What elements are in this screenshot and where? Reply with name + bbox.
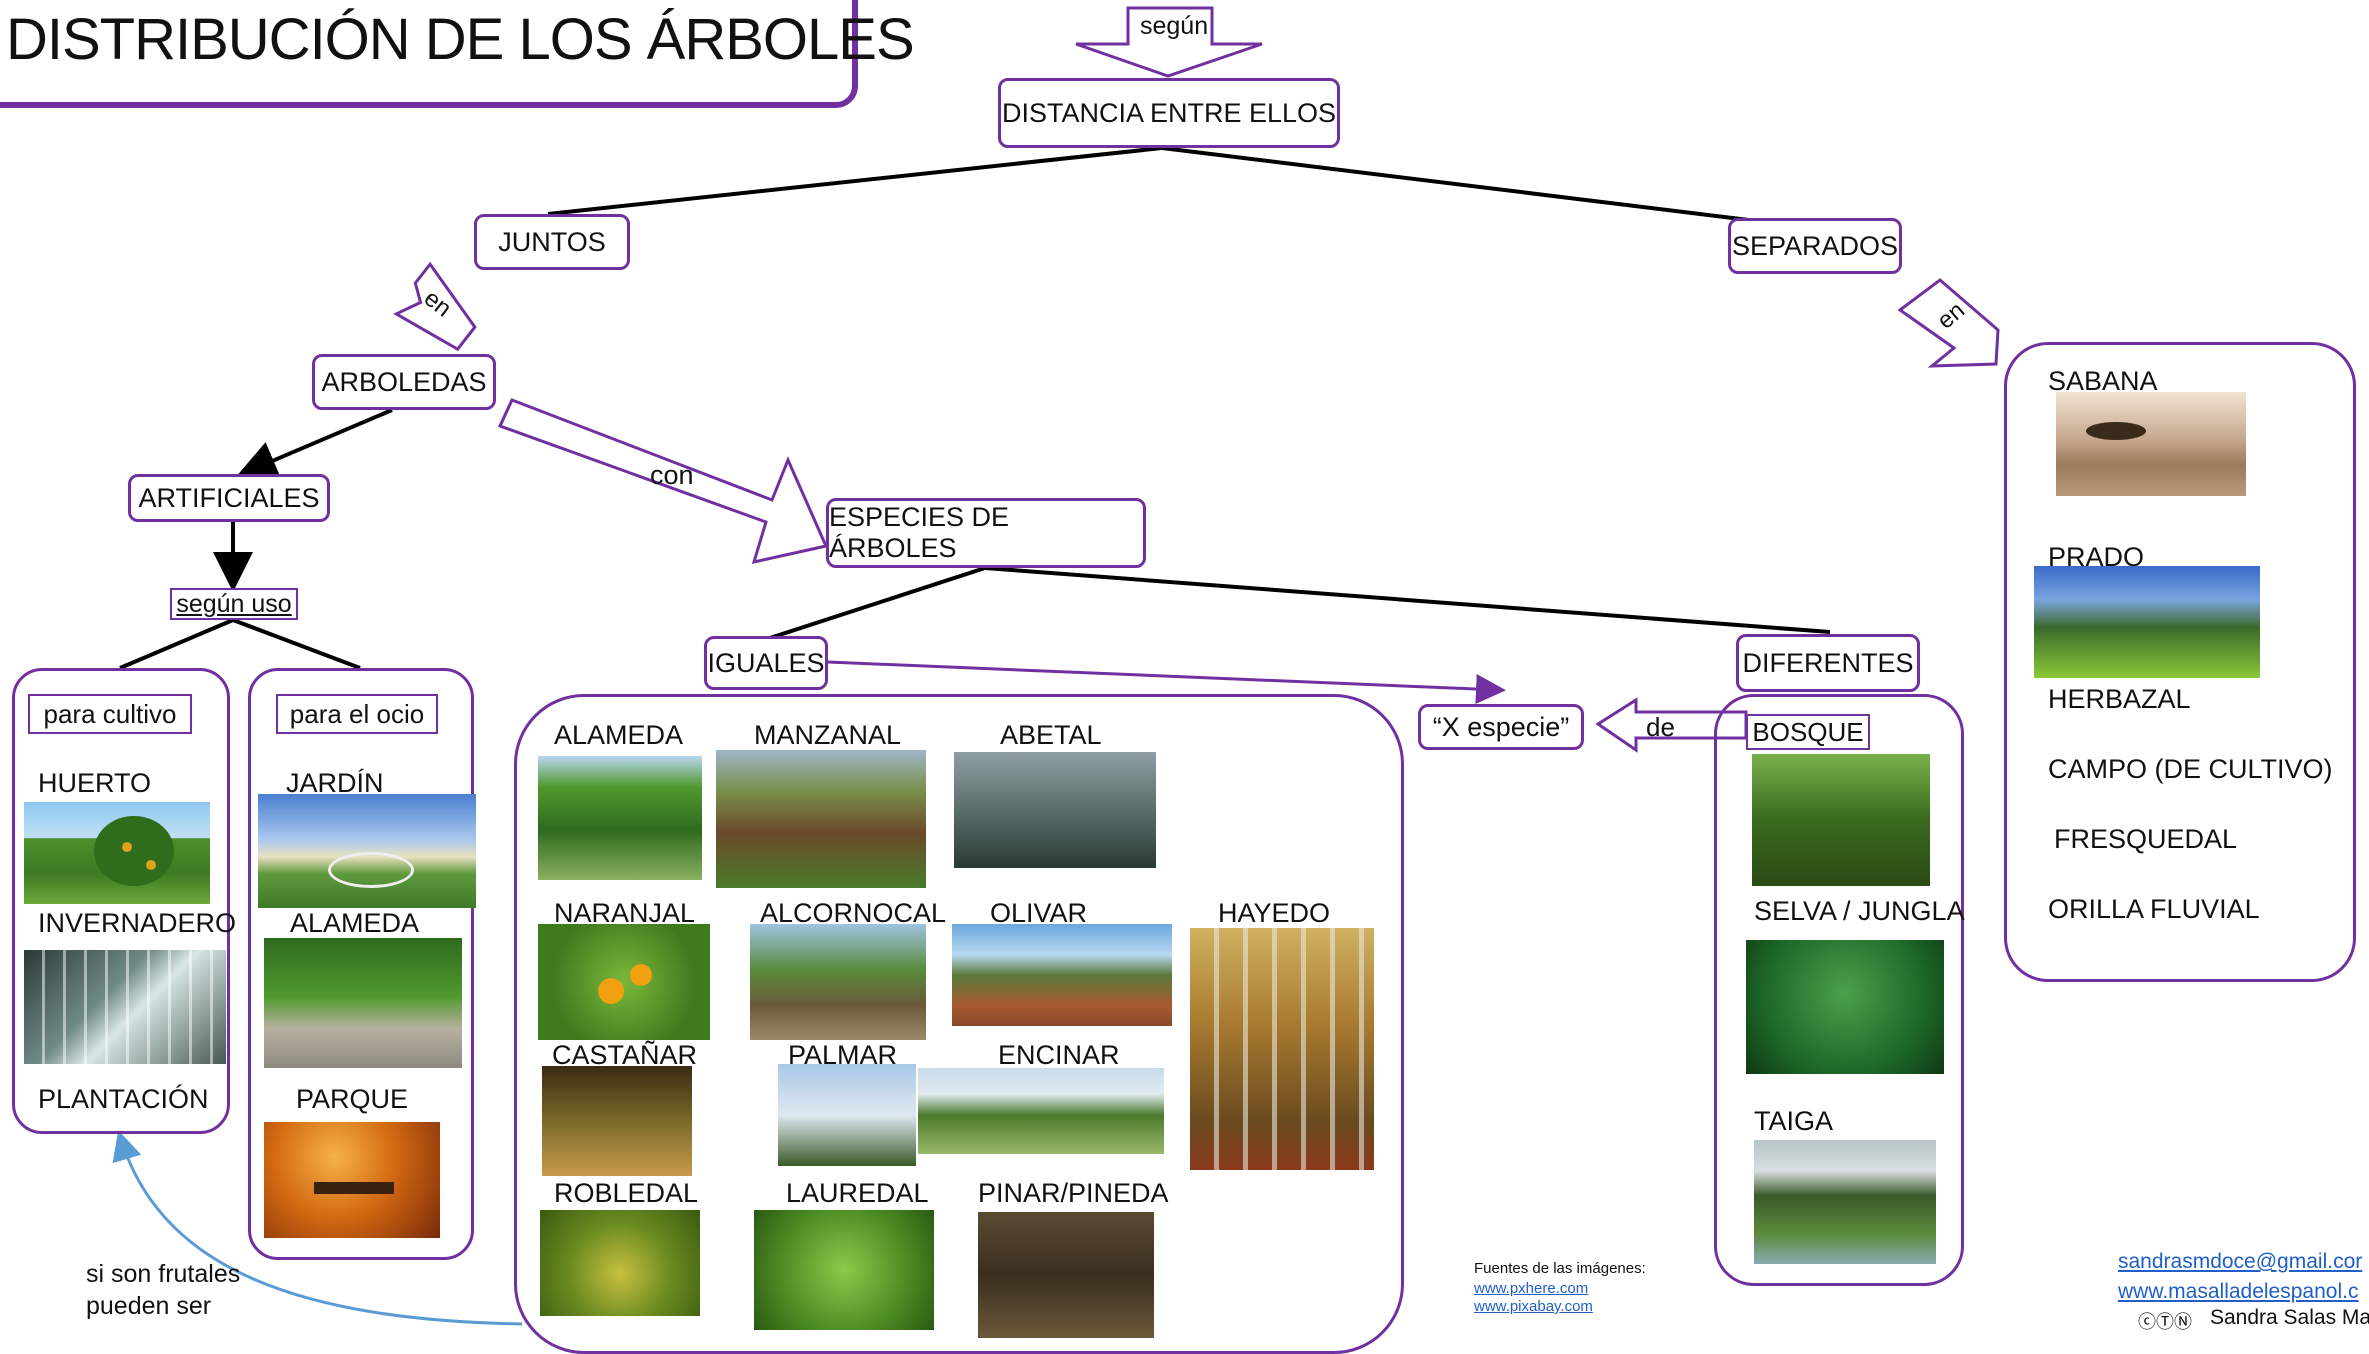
manzanal-photo (716, 750, 926, 888)
artificiales-label: ARTIFICIALES (138, 482, 320, 513)
title-text: DISTRIBUCIÓN DE LOS ÁRBOLES (6, 7, 915, 72)
alameda-photo (538, 756, 702, 880)
juntos-label: JUNTOS (498, 226, 606, 257)
pinar-label: PINAR/PINEDA (978, 1178, 1169, 1208)
lauredal-photo (754, 1210, 934, 1330)
castanar-photo (542, 1066, 692, 1176)
alameda-ocio-photo (264, 938, 462, 1068)
top-arrow-label: según (1140, 12, 1209, 40)
credits-email[interactable]: sandrasmdoce@gmail.cor (2118, 1250, 2363, 1273)
herbazal-label: HERBAZAL (2048, 684, 2191, 714)
alcornocal-photo (750, 924, 926, 1040)
frutales-note-line1: si son frutales (86, 1260, 241, 1288)
encinar-label: ENCINAR (998, 1040, 1120, 1070)
segun-uso-node: según uso (170, 588, 298, 620)
iguales-label: IGUALES (707, 647, 825, 678)
naranjal-label: NARANJAL (554, 898, 696, 928)
especies-node: ESPECIES DE ÁRBOLES (826, 498, 1146, 568)
separados-group (2004, 342, 2356, 982)
castanar-label: CASTAÑAR (552, 1040, 698, 1070)
pinar-photo (978, 1212, 1154, 1338)
segun-uso-label: según uso (176, 589, 292, 618)
arboledas-node: ARBOLEDAS (312, 354, 496, 410)
olivar-photo (952, 924, 1172, 1026)
selva-label: SELVA / JUNGLA (1754, 896, 1965, 926)
x-especie-node: “X especie” (1418, 704, 1584, 750)
selva-photo (1746, 940, 1944, 1074)
prado-photo (2034, 566, 2260, 678)
credits-author: Sandra Salas Ma (2210, 1306, 2369, 1329)
hayedo-label: HAYEDO (1218, 898, 1331, 928)
abetal-label: ABETAL (1000, 720, 1102, 750)
invernadero-label: INVERNADERO (38, 908, 237, 938)
sabana-label: SABANA (2048, 366, 2158, 396)
page-title: DISTRIBUCIÓN DE LOS ÁRBOLES (0, 0, 915, 108)
credits-website[interactable]: www.masalladelespanol.c (2118, 1280, 2359, 1303)
juntos-node: JUNTOS (474, 214, 630, 270)
fresquedal-label: FRESQUEDAL (2054, 824, 2238, 854)
x-especie-label: “X especie” (1432, 711, 1570, 742)
para-cultivo-node: para cultivo (28, 694, 192, 734)
para-ocio-node: para el ocio (276, 694, 438, 734)
parque-label: PARQUE (296, 1084, 409, 1114)
huerto-label: HUERTO (38, 768, 152, 798)
separados-label: SEPARADOS (1731, 230, 1899, 261)
iguales-node: IGUALES (704, 636, 828, 690)
diferentes-group (1714, 694, 1964, 1286)
taiga-photo (1754, 1140, 1936, 1264)
con-label: con (650, 460, 694, 490)
cc-license-icon: ⓒⓉⓃ (2138, 1312, 2192, 1332)
palmar-photo (778, 1064, 916, 1166)
jardin-photo (258, 794, 476, 908)
abetal-photo (954, 752, 1156, 868)
robledal-label: ROBLEDAL (554, 1178, 699, 1208)
alcornocal-label: ALCORNOCAL (760, 898, 947, 928)
arboledas-label: ARBOLEDAS (321, 366, 487, 397)
root-label: DISTANCIA ENTRE ELLOS (1001, 97, 1337, 128)
jardin-label: JARDÍN (286, 768, 384, 798)
lauredal-label: LAUREDAL (786, 1178, 929, 1208)
frutales-note-line2: pueden ser (86, 1292, 212, 1320)
para-cultivo-label: para cultivo (43, 698, 177, 729)
orilla-fluvial-label: ORILLA FLUVIAL (2048, 894, 2260, 924)
source-link-pxhere[interactable]: www.pxhere.com (1474, 1280, 1589, 1297)
parque-photo (264, 1122, 440, 1238)
diferentes-node: DIFERENTES (1736, 634, 1920, 692)
invernadero-photo (24, 950, 226, 1064)
cultivo-group (12, 668, 230, 1134)
diferentes-label: DIFERENTES (1742, 647, 1914, 678)
alameda-label: ALAMEDA (554, 720, 684, 750)
separados-node: SEPARADOS (1728, 218, 1902, 274)
ocio-group (248, 668, 474, 1260)
sources-label: Fuentes de las imágenes: (1474, 1260, 1646, 1277)
huerto-photo (24, 802, 210, 904)
para-ocio-label: para el ocio (289, 698, 425, 729)
robledal-photo (540, 1210, 700, 1316)
encinar-photo (918, 1068, 1164, 1154)
root-node: DISTANCIA ENTRE ELLOS (998, 78, 1340, 148)
source-link-pixabay[interactable]: www.pixabay.com (1474, 1298, 1593, 1315)
plantacion-label: PLANTACIÓN (38, 1084, 209, 1114)
olivar-label: OLIVAR (990, 898, 1088, 928)
sabana-photo (2056, 392, 2246, 496)
artificiales-node: ARTIFICIALES (128, 474, 330, 522)
de-label: de (1646, 712, 1675, 742)
alameda-ocio-label: ALAMEDA (290, 908, 420, 938)
bosque-node: BOSQUE (1746, 714, 1870, 750)
taiga-label: TAIGA (1754, 1106, 1834, 1136)
bosque-photo (1752, 754, 1930, 886)
manzanal-label: MANZANAL (754, 720, 902, 750)
especies-label: ESPECIES DE ÁRBOLES (829, 502, 1010, 563)
campo-label: CAMPO (DE CULTIVO) (2048, 754, 2333, 784)
bosque-label: BOSQUE (1752, 716, 1864, 747)
hayedo-photo (1190, 928, 1374, 1170)
naranjal-photo (538, 924, 710, 1040)
